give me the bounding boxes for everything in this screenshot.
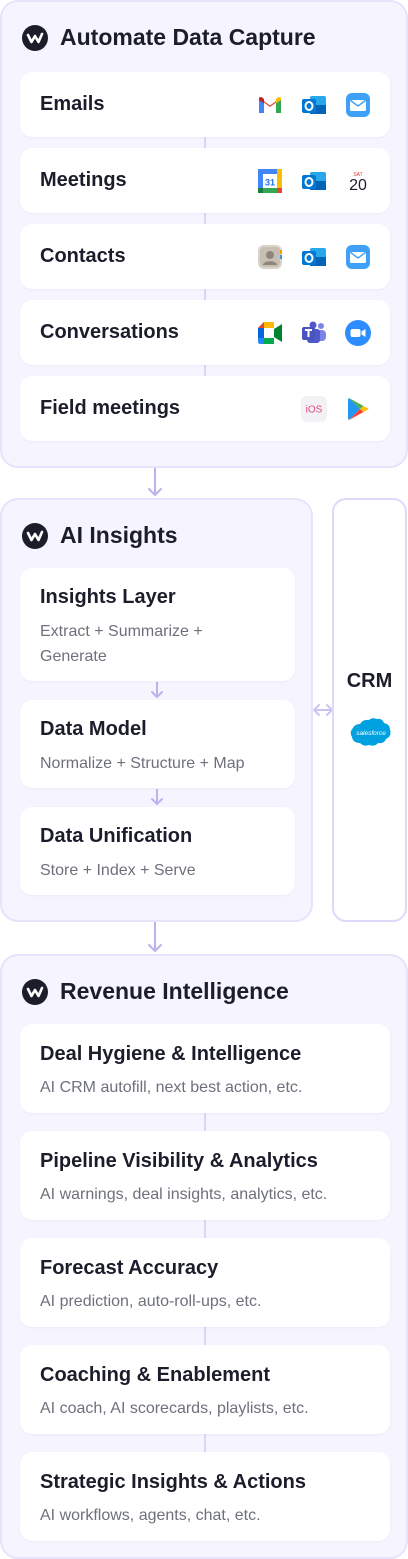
- apple-mail-icon: [344, 243, 372, 271]
- flow-arrow-down: [148, 468, 162, 496]
- ios-icon: iOS: [300, 395, 328, 423]
- crm-label: CRM: [346, 670, 393, 692]
- revenue-item-subtitle: AI workflows, agents, chat, etc.: [40, 1507, 261, 1524]
- revenue-item-subtitle: AI coach, AI scorecards, playlists, etc.: [40, 1400, 309, 1417]
- revenue-title-text: Revenue Intelligence: [60, 978, 289, 1004]
- insights-title-text: AI Insights: [60, 522, 178, 548]
- apple-cal-day: 20: [349, 177, 367, 194]
- apple-mail-icon: [344, 91, 372, 119]
- brand-logo-icon: [22, 978, 48, 1005]
- apple-calendar-icon: SAT 20: [344, 167, 372, 195]
- insights-item-subtitle: Store + Index + Serve: [40, 862, 196, 879]
- capture-panel: Automate Data Capture Emails: [0, 0, 408, 468]
- revenue-item-pipeline-visibility[interactable]: Pipeline Visibility & Analytics AI warni…: [20, 1131, 390, 1220]
- revenue-connector: [204, 1327, 206, 1345]
- capture-connector: [204, 137, 206, 149]
- zoom-icon: [344, 319, 372, 347]
- google-play-icon: [344, 395, 372, 423]
- brand-logo-icon: [22, 522, 48, 549]
- capture-item-label: Field meetings: [40, 397, 181, 419]
- capture-connector: [204, 213, 206, 225]
- revenue-item-subtitle: AI CRM autofill, next best action, etc.: [40, 1079, 303, 1096]
- capture-title: Automate Data Capture: [22, 24, 316, 51]
- capture-title-text: Automate Data Capture: [60, 24, 316, 50]
- capture-item-label: Conversations: [40, 321, 179, 343]
- insights-item-title: Insights Layer: [40, 586, 176, 608]
- revenue-item-title: Forecast Accuracy: [40, 1257, 219, 1279]
- teams-icon: [300, 319, 328, 347]
- capture-item-label: Contacts: [40, 245, 126, 267]
- capture-item-conversations[interactable]: Conversations: [20, 300, 390, 365]
- gmail-icon: [256, 91, 284, 119]
- flow-arrow-down: [151, 682, 163, 698]
- revenue-item-coaching[interactable]: Coaching & Enablement AI coach, AI score…: [20, 1345, 390, 1434]
- capture-item-contacts[interactable]: Contacts: [20, 224, 390, 289]
- flow-arrow-down: [148, 922, 162, 952]
- revenue-item-title: Strategic Insights & Actions: [40, 1471, 306, 1493]
- revenue-item-title: Pipeline Visibility & Analytics: [40, 1150, 318, 1172]
- revenue-item-deal-hygiene[interactable]: Deal Hygiene & Intelligence AI CRM autof…: [20, 1024, 390, 1113]
- insights-item-data-unification[interactable]: Data Unification Store + Index + Serve: [20, 807, 295, 895]
- insights-item-subtitle: Extract + Summarize + Generate: [40, 619, 203, 669]
- insights-item-subtitle-line: Extract + Summarize +: [40, 623, 203, 640]
- brand-logo-icon: [22, 24, 48, 51]
- outlook-icon: [300, 243, 328, 271]
- gcal-day-text: 31: [265, 177, 275, 187]
- capture-item-field-meetings[interactable]: Field meetings iOS: [20, 376, 390, 441]
- apple-cal-weekday: SAT: [353, 172, 362, 178]
- insights-title: AI Insights: [22, 522, 178, 549]
- insights-panel: AI Insights Insights Layer Extract + Sum…: [0, 498, 313, 922]
- revenue-connector: [204, 1220, 206, 1238]
- google-calendar-icon: 31: [256, 167, 284, 195]
- insights-item-insights-layer[interactable]: Insights Layer Extract + Summarize + Gen…: [20, 568, 295, 681]
- revenue-item-subtitle: AI prediction, auto-roll-ups, etc.: [40, 1293, 262, 1310]
- insights-item-subtitle: Normalize + Structure + Map: [40, 755, 245, 772]
- revenue-item-forecast-accuracy[interactable]: Forecast Accuracy AI prediction, auto-ro…: [20, 1238, 390, 1327]
- capture-item-emails[interactable]: Emails: [20, 72, 390, 137]
- revenue-panel: Revenue Intelligence Deal Hygiene & Inte…: [0, 954, 408, 1559]
- salesforce-logo-icon: salesforce: [350, 718, 391, 746]
- flow-arrow-down: [151, 789, 163, 805]
- insights-item-data-model[interactable]: Data Model Normalize + Structure + Map: [20, 700, 295, 788]
- revenue-connector: [204, 1434, 206, 1452]
- capture-item-label: Meetings: [40, 169, 127, 191]
- revenue-item-subtitle: AI warnings, deal insights, analytics, e…: [40, 1186, 328, 1203]
- ios-label: iOS: [306, 404, 323, 415]
- capture-connector: [204, 289, 206, 301]
- salesforce-logo-text: salesforce: [356, 730, 386, 737]
- revenue-item-title: Coaching & Enablement: [40, 1364, 271, 1386]
- outlook-icon: [300, 91, 328, 119]
- crm-box[interactable]: CRM salesforce: [332, 498, 407, 922]
- revenue-item-strategic-insights[interactable]: Strategic Insights & Actions AI workflow…: [20, 1452, 390, 1541]
- capture-item-meetings[interactable]: Meetings 31: [20, 148, 390, 213]
- revenue-title: Revenue Intelligence: [22, 978, 289, 1005]
- insights-item-subtitle-line: Generate: [40, 648, 107, 665]
- contacts-icon: [256, 243, 284, 271]
- google-meet-icon: [256, 319, 284, 347]
- insights-item-title: Data Unification: [40, 825, 193, 847]
- capture-connector: [204, 365, 206, 377]
- capture-item-label: Emails: [40, 93, 105, 115]
- outlook-icon: [300, 167, 328, 195]
- insights-item-title: Data Model: [40, 718, 147, 740]
- revenue-item-title: Deal Hygiene & Intelligence: [40, 1043, 302, 1065]
- revenue-connector: [204, 1113, 206, 1131]
